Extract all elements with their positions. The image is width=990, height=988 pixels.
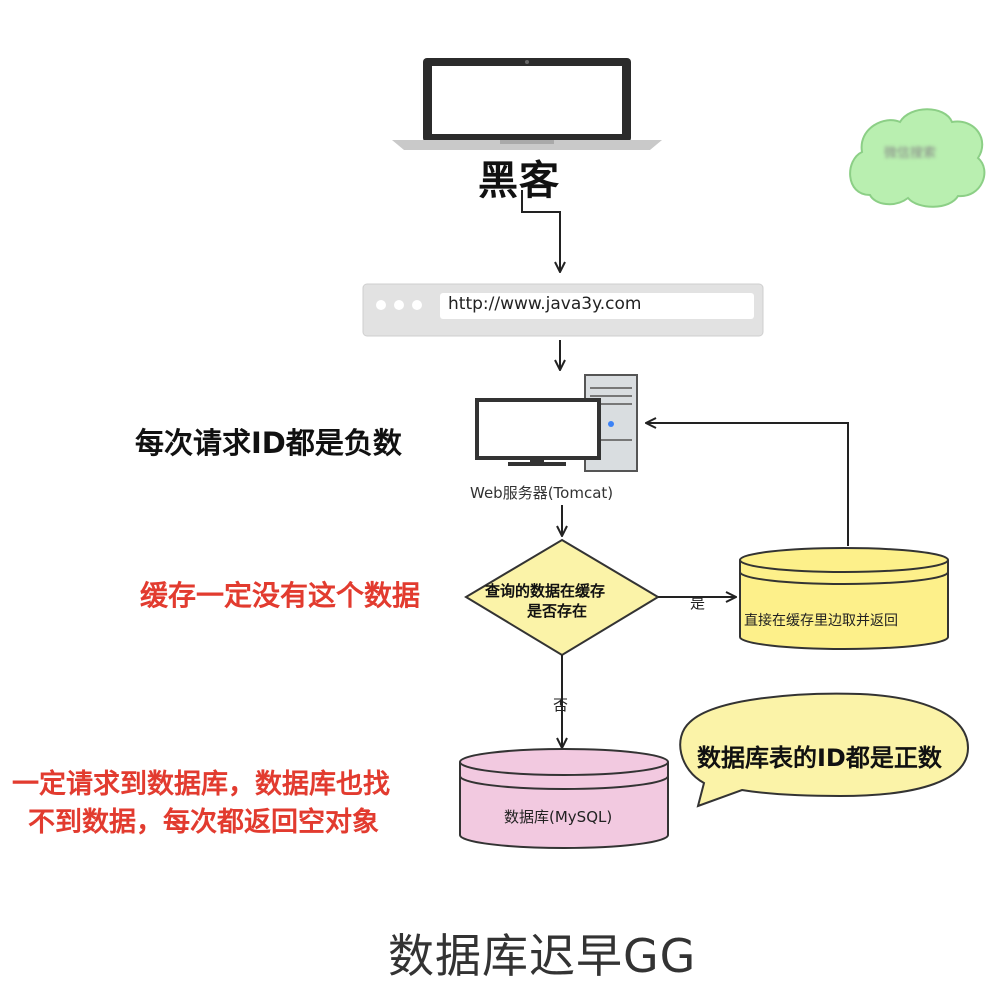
- database-cylinder: [459, 748, 669, 849]
- watermark-text: 微信搜索: [884, 146, 937, 161]
- server-label: Web服务器(Tomcat): [470, 484, 614, 502]
- cache-miss-note: 缓存一定没有这个数据: [140, 579, 421, 612]
- edge-hacker-to-browser: [521, 190, 560, 272]
- url-text: http://www.java3y.com: [448, 294, 642, 314]
- db-note-line2: 不到数据，每次都返回空对象: [28, 807, 379, 838]
- hacker-label: 黑客: [478, 158, 560, 204]
- cache-cylinder: [739, 547, 949, 650]
- cache-label: 直接在缓存里边取并返回: [744, 613, 898, 629]
- no-label: 否: [553, 696, 569, 714]
- cloud-icon: [849, 108, 986, 208]
- browser-bar: [362, 283, 764, 337]
- db-note-line1: 一定请求到数据库，数据库也找: [12, 769, 390, 800]
- database-label: 数据库(MySQL): [504, 808, 613, 826]
- negative-id-note: 每次请求ID都是负数: [135, 426, 402, 460]
- server-icon: [475, 374, 638, 472]
- conclusion-text: 数据库迟早GG: [388, 929, 697, 983]
- laptop-icon: [392, 58, 662, 150]
- speech-bubble: [679, 692, 970, 808]
- positive-id-note: 数据库表的ID都是正数: [697, 744, 942, 772]
- yes-label: 是: [690, 594, 706, 612]
- decision-label-line1: 查询的数据在缓存: [485, 582, 606, 600]
- edge-cache-to-server: [646, 423, 849, 546]
- decision-label-line2: 是否存在: [527, 602, 588, 620]
